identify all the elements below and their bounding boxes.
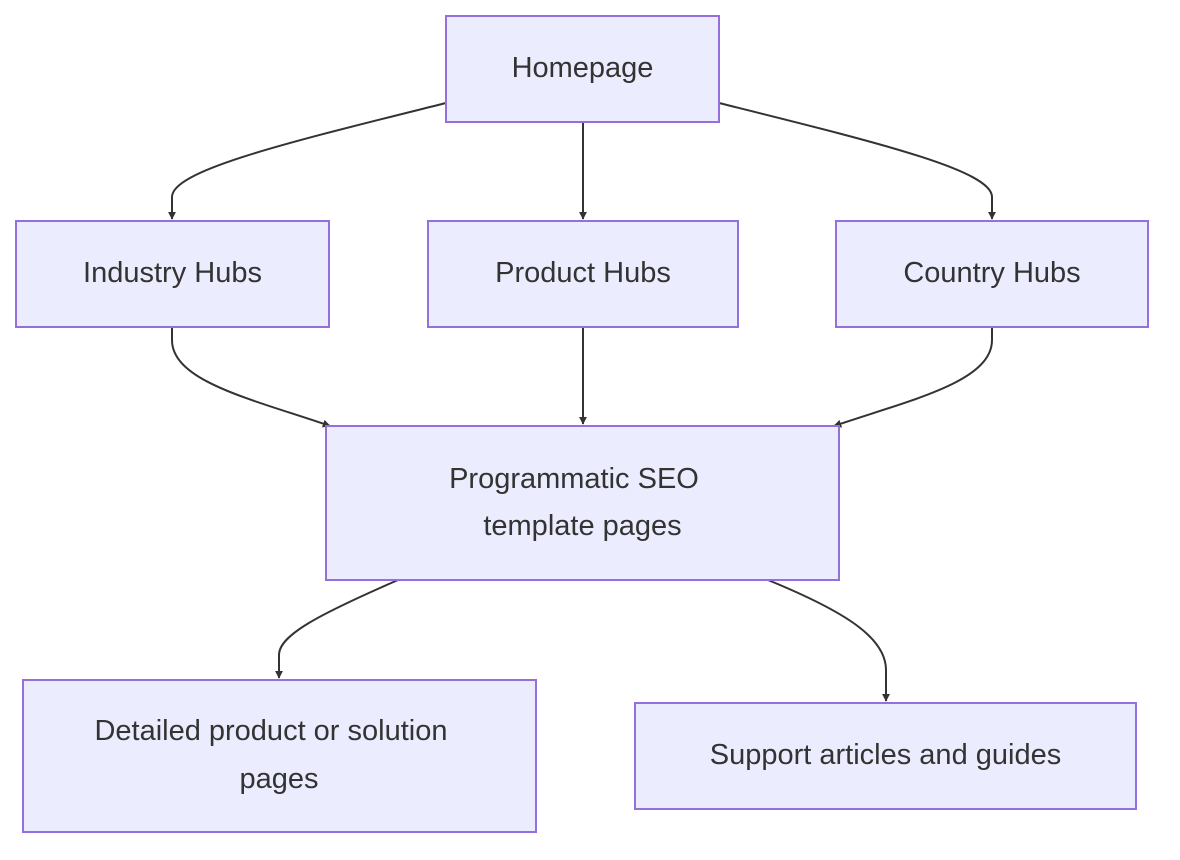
node-template-pages-line-1: Programmatic SEO xyxy=(449,463,699,495)
node-support-articles-line-1: Support articles and guides xyxy=(710,739,1061,771)
node-support-articles-box xyxy=(634,702,1137,810)
node-template-pages-label: Programmatic SEO template pages xyxy=(449,463,707,542)
node-product-hubs-label: Product Hubs xyxy=(495,257,671,289)
node-homepage: Homepage xyxy=(445,15,720,123)
node-homepage-line-1: Homepage xyxy=(512,52,654,84)
node-product-hubs: Product Hubs xyxy=(427,220,739,328)
node-support-articles: Support articles and guides xyxy=(634,702,1137,810)
node-country-hubs: Country Hubs xyxy=(835,220,1149,328)
node-template-pages: Programmatic SEO template pages xyxy=(325,425,840,581)
edge-homepage-to-country-hubs xyxy=(718,102,996,220)
node-product-hubs-line-1: Product Hubs xyxy=(495,257,671,289)
node-homepage-label: Homepage xyxy=(512,52,654,84)
node-industry-hubs-label: Industry Hubs xyxy=(83,257,262,289)
node-detailed-pages-label: Detailed product or solution pages xyxy=(94,715,455,795)
node-support-articles-label: Support articles and guides xyxy=(710,739,1061,771)
edges-layer xyxy=(168,102,996,702)
node-country-hubs-label: Country Hubs xyxy=(903,257,1080,289)
edge-homepage-to-industry-hubs xyxy=(168,102,447,220)
node-detailed-pages: Detailed product or solution pages xyxy=(22,679,537,833)
node-country-hubs-line-1: Country Hubs xyxy=(903,257,1080,289)
node-template-pages-box xyxy=(325,425,840,581)
node-country-hubs-box xyxy=(835,220,1149,328)
node-detailed-pages-box xyxy=(22,679,537,833)
node-industry-hubs-line-1: Industry Hubs xyxy=(83,257,262,289)
edge-template-pages-to-support-articles xyxy=(767,579,890,702)
edge-template-pages-to-detailed-pages xyxy=(275,579,399,679)
node-industry-hubs: Industry Hubs xyxy=(15,220,330,328)
node-detailed-pages-line-2: pages xyxy=(239,763,318,795)
node-homepage-box xyxy=(445,15,720,123)
edge-industry-hubs-to-template-pages xyxy=(171,328,331,428)
node-product-hubs-box xyxy=(427,220,739,328)
edge-country-hubs-to-template-pages xyxy=(833,328,993,428)
node-industry-hubs-box xyxy=(15,220,330,328)
node-template-pages-line-2: template pages xyxy=(483,510,681,542)
node-detailed-pages-line-1: Detailed product or solution xyxy=(94,715,447,747)
